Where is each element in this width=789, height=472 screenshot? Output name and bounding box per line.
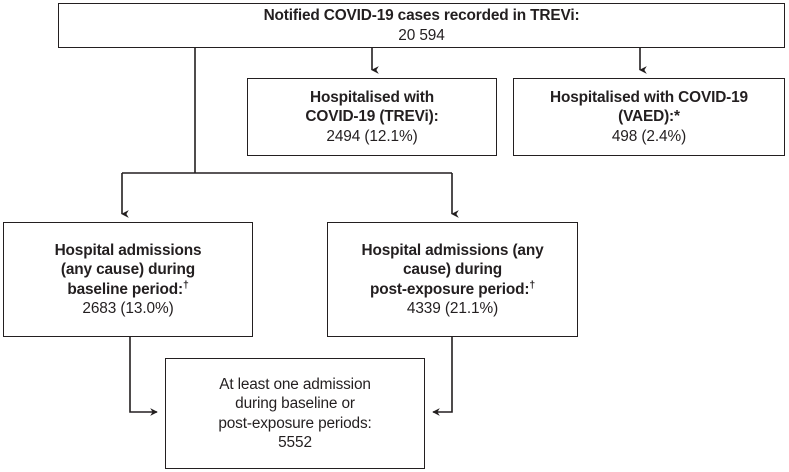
dagger-marker-icon: † [529, 279, 535, 291]
hospitalised-trevi-heading-line2: COVID-19 (TREVi): [305, 108, 439, 126]
hospitalised-trevi-heading-line1: Hospitalised with [309, 89, 434, 107]
hospitalised-vaed-value: 498 (2.4%) [611, 127, 687, 145]
node-hospitalised-vaed: Hospitalised with COVID-19 (VAED):* 498 … [513, 78, 785, 156]
admissions-either-period-heading-line1: At least one admission [219, 376, 371, 394]
admissions-either-period-heading-line2: during baseline or [235, 395, 355, 413]
admissions-either-period-heading-line3: post-exposure periods: [218, 414, 372, 432]
admissions-baseline-heading-line3: baseline period:† [67, 280, 188, 299]
edge-adm-baseline-to-any [129, 337, 158, 416]
admissions-baseline-heading-line1: Hospital admissions [54, 242, 202, 260]
notified-cases-heading: Notified COVID-19 cases recorded in TREV… [263, 7, 580, 25]
admissions-post-exposure-heading-line1: Hospital admissions (any [361, 242, 544, 260]
admissions-post-exposure-value: 4339 (21.1%) [406, 299, 499, 317]
hospitalised-vaed-heading-line2: (VAED):* [618, 108, 680, 126]
hospitalised-trevi-value: 2494 (12.1%) [326, 127, 418, 145]
admissions-baseline-heading-line2: (any cause) during [60, 261, 196, 279]
notified-cases-value: 20 594 [398, 26, 445, 44]
node-admissions-post-exposure: Hospital admissions (any cause) during p… [327, 222, 578, 337]
dagger-marker-icon: † [182, 279, 189, 291]
node-admissions-either-period: At least one admission during baseline o… [165, 358, 425, 469]
node-admissions-baseline: Hospital admissions (any cause) during b… [3, 222, 253, 337]
node-hospitalised-trevi: Hospitalised with COVID-19 (TREVi): 2494… [247, 78, 497, 156]
edge-adm-postexp-to-any [432, 337, 453, 416]
admissions-post-exposure-heading-line2: cause) during [403, 261, 502, 279]
admissions-post-exposure-heading-line3-text: post-exposure period: [369, 280, 530, 298]
admissions-either-period-value: 5552 [278, 433, 312, 451]
admissions-post-exposure-heading-line3: post-exposure period:† [370, 280, 535, 299]
node-notified-cases: Notified COVID-19 cases recorded in TREV… [58, 3, 785, 48]
admissions-baseline-value: 2683 (13.0%) [82, 299, 174, 317]
hospitalised-vaed-heading-line1: Hospitalised with COVID-19 [550, 89, 748, 107]
admissions-baseline-heading-line3-text: baseline period: [67, 280, 183, 298]
